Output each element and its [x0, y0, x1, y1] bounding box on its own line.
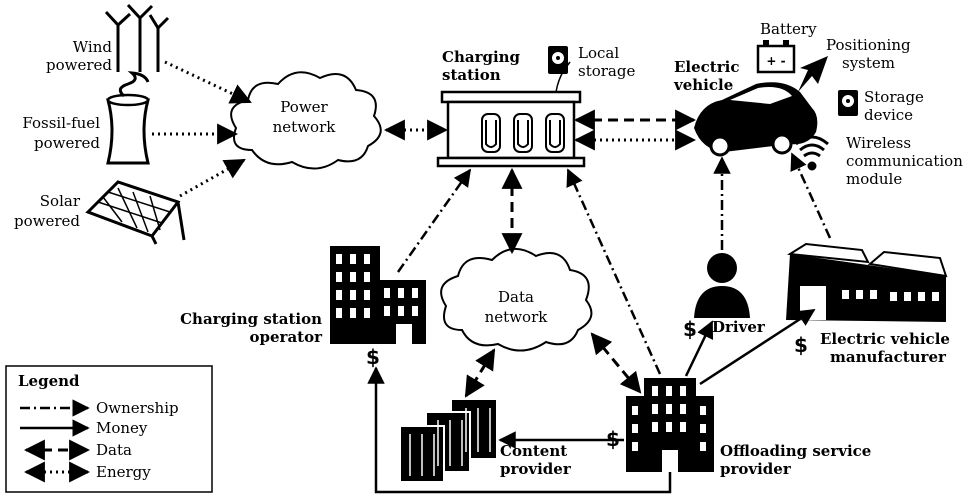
- fossil-label-line1: Fossil-fuel: [22, 114, 100, 132]
- legend-energy-label: Energy: [96, 463, 151, 481]
- ev-manufacturer-money-symbol: $: [794, 333, 808, 357]
- data-network-label-line2: network: [485, 308, 549, 326]
- ownership-offloading-to-station: [566, 168, 662, 375]
- legend: Legend Ownership Money Data Energy: [5, 365, 213, 493]
- local-storage-drive-icon: [548, 46, 568, 74]
- driver-person-icon: [694, 253, 750, 318]
- positioning-label-line2: system: [842, 54, 895, 72]
- wireless-signal-icon: [795, 135, 829, 171]
- offloading-provider-building-icon: [626, 378, 714, 472]
- wireless-label-line1: Wireless: [846, 134, 911, 152]
- charging-station-label-line1: Charging: [442, 48, 521, 66]
- legend-title: Legend: [18, 372, 80, 390]
- data-datanet-to-content: [464, 348, 496, 398]
- battery-symbol: + -: [766, 54, 785, 68]
- solar-panel-icon: [85, 180, 186, 245]
- ownership-connectors: [396, 152, 832, 375]
- cs-operator-money-symbol: $: [366, 345, 380, 369]
- storage-device-label-line1: Storage: [864, 88, 924, 106]
- legend-data-label: Data: [96, 441, 132, 459]
- wireless-label-line3: module: [846, 170, 902, 188]
- data-network-cloud-icon: [440, 248, 593, 352]
- data-datanet-to-offloading: [590, 332, 642, 394]
- money-offloading-to-manufacturer: [699, 308, 816, 386]
- ev-manufacturer-label-line1: Electric vehicle: [820, 330, 950, 348]
- power-network-label-line1: Power: [280, 98, 328, 116]
- data-network-label-line1: Data: [498, 288, 534, 306]
- money-offloading-to-driver: [684, 320, 714, 377]
- storage-device-label-line2: device: [864, 106, 913, 124]
- ev-factory-icon: [786, 242, 948, 322]
- wind-label-line2: powered: [46, 56, 112, 74]
- positioning-label-line1: Positioning: [826, 36, 911, 54]
- ownership-operator-to-station: [396, 168, 472, 273]
- power-plant-icon: [106, 71, 150, 165]
- local-storage-label-line2: storage: [578, 62, 635, 80]
- money-connectors: [367, 308, 816, 494]
- offloading-provider-label-line1: Offloading service: [720, 442, 871, 460]
- driver-label: Driver: [712, 318, 766, 336]
- legend-ownership-label: Ownership: [96, 399, 179, 417]
- local-storage-label-line1: Local: [578, 44, 619, 62]
- legend-money-label: Money: [96, 419, 148, 437]
- money-offloading-to-operator: [367, 366, 672, 494]
- positioning-arrow-icon: [798, 56, 828, 92]
- electric-vehicle-car-icon: [694, 82, 818, 157]
- battery-label: Battery: [760, 20, 817, 38]
- power-network-cloud-icon: [230, 71, 382, 170]
- solar-label-line2: powered: [14, 212, 80, 230]
- cs-operator-building-icon: [330, 246, 426, 344]
- power-network-label-line2: network: [273, 118, 337, 136]
- energy-connectors: [152, 60, 697, 198]
- wind-label-line1: Wind: [73, 38, 113, 56]
- ev-label-line1: Electric: [674, 58, 739, 76]
- wind-turbine-icon: [104, 3, 170, 72]
- data-connectors: [464, 109, 697, 398]
- fossil-label-line2: powered: [34, 134, 100, 152]
- cs-operator-label-line2: operator: [250, 328, 324, 346]
- content-provider-label-line2: provider: [500, 460, 572, 478]
- battery-icon: + -: [756, 40, 796, 74]
- ev-label-line2: vehicle: [673, 76, 733, 94]
- ownership-manufacturer-to-ev: [790, 152, 832, 239]
- ev-manufacturer-label-line2: manufacturer: [830, 348, 947, 366]
- charging-station-label-line2: station: [442, 66, 501, 84]
- content-provider-servers-icon: [399, 400, 496, 483]
- driver-money-symbol: $: [683, 317, 697, 341]
- storage-device-drive-icon: [838, 90, 858, 116]
- content-provider-label-line1: Content: [500, 442, 567, 460]
- cs-operator-label-line1: Charging station: [180, 310, 322, 328]
- solar-label-line1: Solar: [40, 192, 81, 210]
- wireless-label-line2: communication: [846, 152, 963, 170]
- energy-solar-to-power: [179, 158, 246, 198]
- energy-wind-to-power: [164, 60, 252, 104]
- offloading-provider-label-line2: provider: [720, 460, 792, 478]
- offloading-money-symbol: $: [606, 427, 620, 451]
